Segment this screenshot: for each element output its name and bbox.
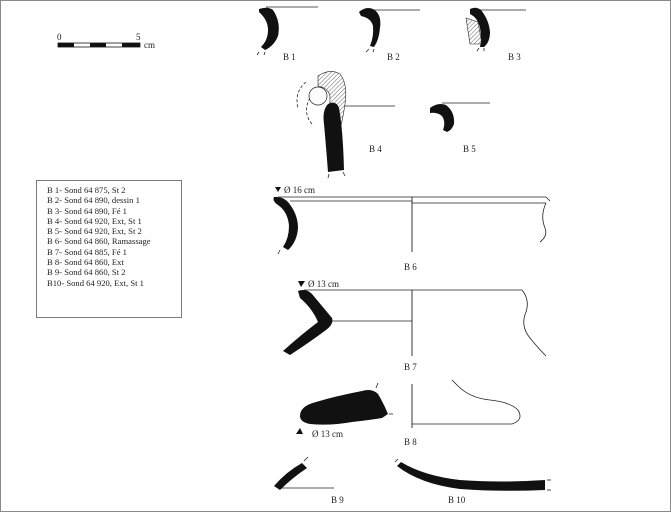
legend-entry: B 7- Sond 64 885, Fé 1 xyxy=(47,246,127,257)
label-b1: B 1 xyxy=(283,52,296,62)
legend-list: B 1- Sond 64 875, St 2 B 2- Sond 64 890,… xyxy=(37,181,181,288)
label-b3: B 3 xyxy=(508,52,521,62)
legend-entry: B 2- Sond 64 890, dessin 1 xyxy=(47,195,140,206)
legend-box: B 1- Sond 64 875, St 2 B 2- Sond 64 890,… xyxy=(36,180,182,318)
scale-bar: 0 5 cm xyxy=(57,32,155,50)
label-b6: B 6 xyxy=(404,262,417,272)
legend-entry: B 8- Sond 64 860, Ext xyxy=(47,257,124,268)
sherd-b1: B 1 xyxy=(256,6,318,62)
legend-entry: B10- Sond 64 920, Ext, St 1 xyxy=(47,277,144,288)
scale-start-label: 0 xyxy=(57,32,62,42)
label-b4: B 4 xyxy=(369,144,382,154)
label-b7: B 7 xyxy=(404,362,417,372)
sherd-b5: B 5 xyxy=(430,102,490,154)
b7-diameter: Ø 13 cm xyxy=(308,279,339,289)
legend-entry: B 3- Sond 64 890, Fé 1 xyxy=(47,205,127,216)
label-b2: B 2 xyxy=(387,52,400,62)
label-b5: B 5 xyxy=(463,144,476,154)
sherd-b4: B 4 xyxy=(296,71,395,179)
sherd-b7: Ø 13 cm B 7 xyxy=(283,279,547,372)
label-b8: B 8 xyxy=(404,437,417,447)
legend-entry: B 9- Sond 64 860, St 2 xyxy=(47,267,126,278)
sherd-b9: B 9 xyxy=(274,456,344,505)
sherd-b2: B 2 xyxy=(359,8,420,62)
scale-unit-label: cm xyxy=(144,40,155,50)
sherd-b10: B 10 xyxy=(394,458,551,505)
scale-end-label: 5 xyxy=(136,32,141,42)
legend-entry: B 5- Sond 64 920, Ext, St 2 xyxy=(47,226,142,237)
legend-entry: B 4- Sond 64 920, Ext, St 1 xyxy=(47,215,142,226)
label-b10: B 10 xyxy=(448,495,466,505)
legend-entry: B 6- Sond 64 860, Ramassage xyxy=(47,236,151,247)
b8-diameter: Ø 13 cm xyxy=(312,429,343,439)
legend-entry: B 1- Sond 64 875, St 2 xyxy=(47,185,126,195)
sherd-b6: Ø 16 cm B 6 xyxy=(273,185,551,272)
b6-diameter: Ø 16 cm xyxy=(284,185,315,195)
sherd-b3: B 3 xyxy=(465,7,526,62)
sherd-b8: Ø 13 cm B 8 xyxy=(296,379,521,447)
label-b9: B 9 xyxy=(331,495,344,505)
